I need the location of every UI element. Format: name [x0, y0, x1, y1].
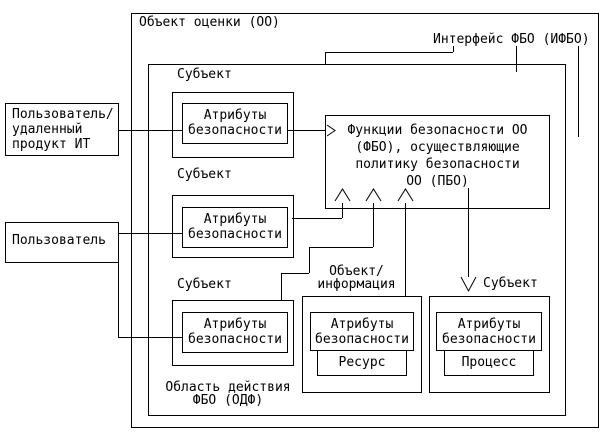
- remote-user-line3: продукт ИТ: [12, 137, 91, 152]
- process-attributes-box: Атрибуты безопасности: [436, 312, 542, 351]
- tsf-line4: ОО (ПБО): [406, 174, 469, 189]
- object-attributes-box: Атрибуты безопасности: [310, 312, 414, 351]
- process-box: Процесс: [444, 350, 534, 376]
- subject2-attributes-box: Атрибуты безопасности: [182, 207, 288, 248]
- tsfi-label: Интерфейс ФБО (ИФБО): [433, 32, 590, 47]
- remote-user-line2: удаленный: [12, 122, 83, 137]
- resource-label: Ресурс: [338, 355, 386, 370]
- subject1-attributes-box: Атрибуты безопасности: [182, 103, 288, 144]
- subject3-attributes-box: Атрибуты безопасности: [182, 312, 288, 353]
- tsf-line1: Функции безопасности ОО: [347, 123, 528, 138]
- attributes-line2: безопасности: [188, 123, 282, 138]
- subject1-label: Субъект: [177, 67, 232, 82]
- subject4-label: Субъект: [483, 276, 538, 291]
- user-box: Пользователь: [5, 222, 119, 263]
- attributes-line2: безопасности: [188, 332, 282, 347]
- toe-box-label: Объект оценки (ОО): [139, 15, 280, 30]
- remote-user-box: Пользователь/ удаленный продукт ИТ: [5, 103, 119, 156]
- attributes-line1: Атрибуты: [457, 317, 521, 332]
- attributes-line2: безопасности: [442, 332, 536, 347]
- attributes-line2: безопасности: [188, 227, 282, 242]
- attributes-line1: Атрибуты: [330, 317, 394, 332]
- subject2-label: Субъект: [177, 167, 232, 182]
- remote-user-line1: Пользователь/: [12, 107, 114, 122]
- remote-user-text: Пользователь/ удаленный продукт ИТ: [6, 104, 118, 152]
- object-info-label: Объект/ информация: [306, 265, 407, 291]
- subject3-label: Субъект: [177, 277, 232, 292]
- process-label: Процесс: [461, 355, 517, 370]
- attributes-line1: Атрибуты: [203, 212, 267, 227]
- tsf-line3: политику безопасности: [355, 157, 520, 172]
- attributes-line2: безопасности: [315, 332, 409, 347]
- tsf-scope-line1: Область действия: [165, 380, 291, 395]
- user-box-label: Пользователь: [12, 233, 106, 248]
- resource-box: Ресурс: [317, 350, 407, 376]
- tsf-scope-line2: ФБО (ОДФ): [192, 393, 264, 408]
- attributes-line1: Атрибуты: [203, 108, 267, 123]
- attributes-line1: Атрибуты: [203, 317, 267, 332]
- object-info-line2: информация: [317, 277, 396, 292]
- tsf-scope-label: Область действия ФБО (ОДФ): [148, 381, 308, 407]
- tsf-line2: (ФБО), осуществляющие: [355, 140, 520, 155]
- tsf-functions-box: Функции безопасности ОО (ФБО), осуществл…: [325, 115, 550, 209]
